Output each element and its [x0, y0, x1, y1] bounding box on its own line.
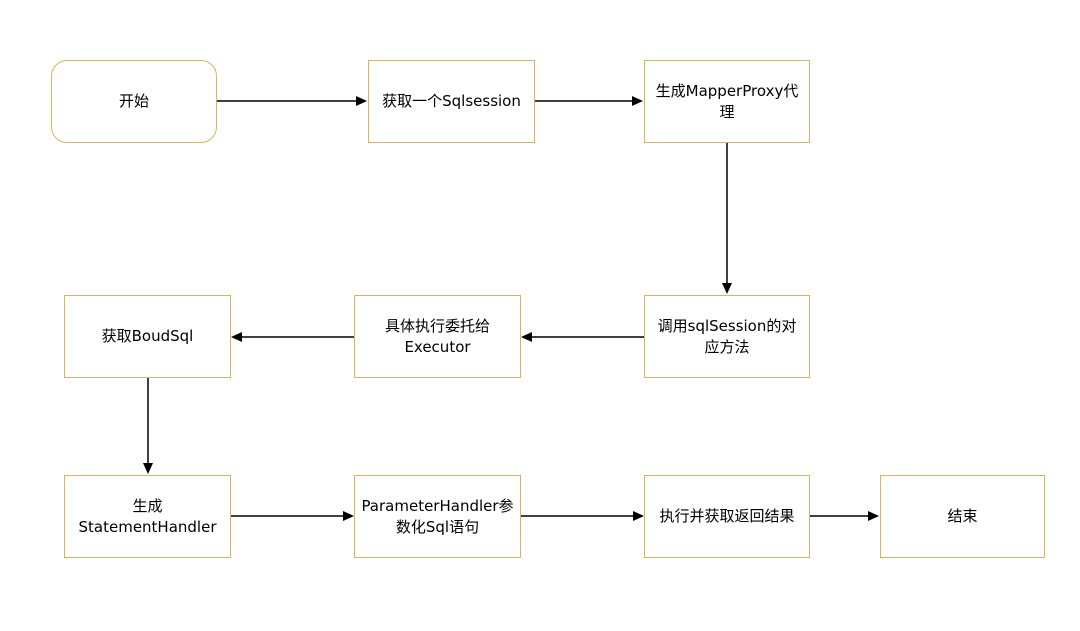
node-start: 开始: [51, 60, 217, 143]
node-exec-result: 执行并获取返回结果: [644, 475, 810, 558]
node-gen-proxy: 生成MapperProxy代 理: [644, 60, 810, 143]
node-executor: 具体执行委托给 Executor: [354, 295, 521, 378]
arrowhead-end: [868, 511, 879, 521]
node-stmt-handler: 生成 StatementHandler: [64, 475, 231, 558]
arrowhead-executor: [521, 332, 532, 342]
arrowhead-stmt-handler: [143, 463, 153, 474]
node-call-method: 调用sqlSession的对 应方法: [644, 295, 810, 378]
arrowhead-get-session: [356, 96, 367, 106]
arrowhead-param-handler: [343, 511, 354, 521]
node-get-session: 获取一个Sqlsession: [368, 60, 535, 143]
arrowhead-call-method: [722, 283, 732, 294]
node-bound-sql: 获取BoudSql: [64, 295, 231, 378]
node-param-handler: ParameterHandler参 数化Sql语句: [354, 475, 521, 558]
arrowhead-exec-result: [633, 511, 644, 521]
arrowhead-bound-sql: [231, 332, 242, 342]
node-end: 结束: [880, 475, 1045, 558]
arrowhead-gen-proxy: [632, 96, 643, 106]
